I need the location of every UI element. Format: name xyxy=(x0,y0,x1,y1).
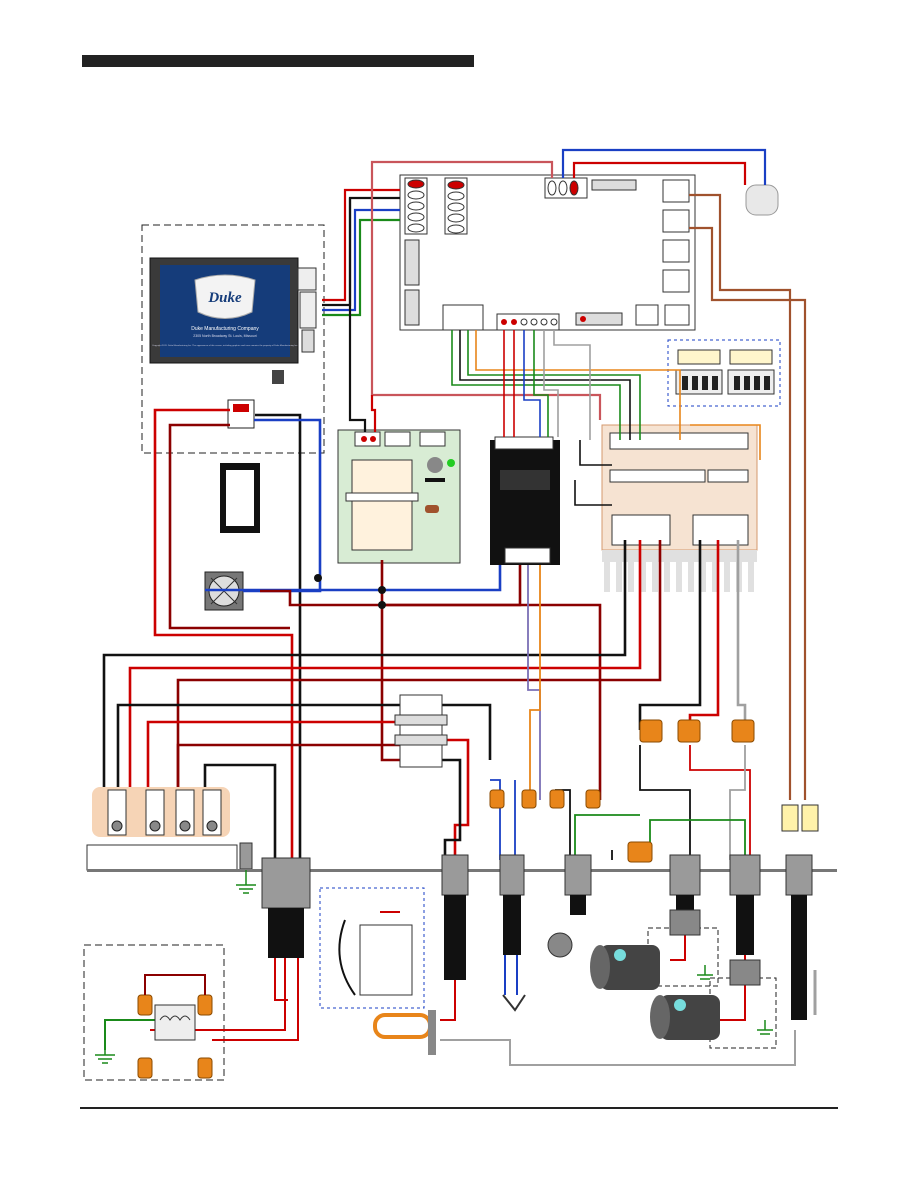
transformer-enclosure xyxy=(83,944,225,1081)
display-cable-plug xyxy=(272,370,284,384)
footer-rule xyxy=(80,1107,838,1109)
contactor xyxy=(399,694,443,768)
dip-switch-enclosure xyxy=(667,339,781,407)
display-company: Duke Manufacturing Company xyxy=(191,326,259,332)
relay-board xyxy=(490,440,560,565)
duke-logo-text: Duke xyxy=(207,290,242,306)
heating-element xyxy=(373,1013,432,1039)
display-copyright: Copyright 2011. Duke Manufacturing Inc. … xyxy=(152,344,298,347)
display-address: 2305 North Broadway St. Louis, Missouri xyxy=(193,334,257,338)
motor-2 xyxy=(650,995,720,1040)
board-header-6pin xyxy=(591,179,637,191)
title-bar xyxy=(82,55,474,67)
valve xyxy=(547,932,573,958)
motor-1 xyxy=(590,945,660,990)
control-panel-enclosure xyxy=(141,224,325,454)
light-sensor xyxy=(745,184,779,216)
transformer xyxy=(154,1004,196,1041)
duke-logo-shield xyxy=(194,274,256,319)
thermostat-inset xyxy=(319,887,425,1009)
strain-reliefs xyxy=(261,854,813,1020)
